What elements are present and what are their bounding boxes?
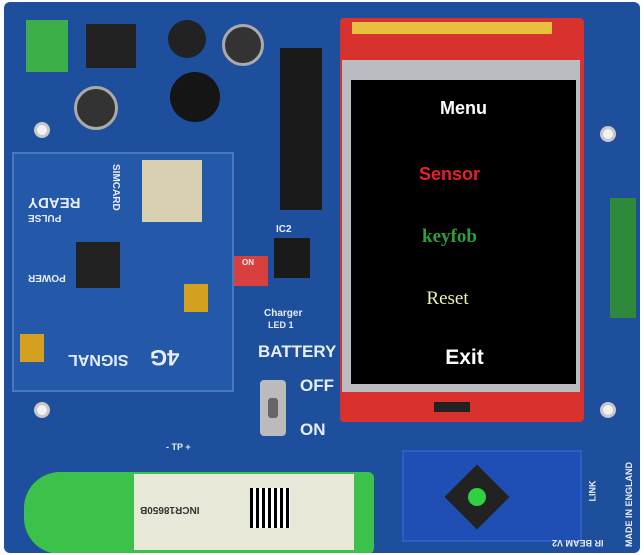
4g-label: 4G — [150, 345, 180, 370]
charger-label: Charger — [264, 308, 303, 319]
buzzer — [170, 72, 220, 122]
ready-label: READY — [28, 194, 81, 211]
dip-switch[interactable]: ON — [234, 256, 268, 286]
tp-label: - TP + — [166, 442, 191, 452]
tantalum-capacitor — [184, 284, 208, 312]
menu-item-sensor[interactable]: Sensor — [418, 164, 481, 184]
toggle-lever[interactable] — [268, 398, 278, 418]
simcard-label: SIMCARD — [110, 164, 121, 211]
led-label: LED 1 — [268, 320, 294, 330]
module-regulator — [76, 242, 120, 288]
off-label: OFF — [300, 376, 334, 395]
menu-item-reset[interactable]: Reset — [426, 288, 469, 309]
dip-switch-label: ON — [242, 258, 254, 267]
pin-header — [434, 402, 470, 412]
battery-cell-label: INCR18650B — [140, 504, 200, 515]
terminal-block — [26, 20, 68, 72]
qr-code — [250, 488, 290, 528]
regulator — [86, 24, 136, 68]
mounting-hole — [34, 122, 50, 138]
radio-module — [610, 198, 636, 318]
mounting-hole — [600, 402, 616, 418]
power-label: POWER — [28, 272, 66, 283]
pin-header — [352, 22, 552, 34]
microcontroller-chip — [280, 48, 322, 210]
menu-title: Menu — [440, 98, 487, 118]
reset-button[interactable] — [468, 488, 486, 506]
signal-label: SIGNAL — [68, 351, 129, 368]
pulse-label: PULSE — [28, 212, 62, 223]
lcd-screen: Menu Sensor keyfob Reset Exit — [351, 80, 576, 384]
menu-item-keyfob[interactable]: keyfob — [422, 226, 477, 247]
on-label: ON — [300, 420, 326, 439]
menu-item-exit[interactable]: Exit — [445, 346, 484, 369]
mounting-hole — [600, 126, 616, 142]
capacitor — [222, 24, 264, 66]
link-label: LINK — [587, 480, 598, 502]
inductor — [168, 20, 206, 58]
pcb-board: IC2 ON Charger LED 1 BATTERY OFF ON - TP… — [4, 2, 640, 553]
battery-label-wrap: INCR18650B — [134, 474, 354, 550]
power-toggle-switch[interactable] — [260, 380, 286, 436]
battery-label: BATTERY — [258, 342, 337, 361]
ic2-label: IC2 — [276, 224, 292, 235]
capacitor — [74, 86, 118, 130]
arduino-nano-board — [402, 450, 582, 542]
sim-card-holder — [142, 160, 202, 222]
made-in-england-label: MADE IN ENGLAND — [624, 462, 634, 547]
model-label: IR BEAM V2 — [552, 538, 604, 548]
mounting-hole — [34, 402, 50, 418]
4g-module-board: SIMCARD READY PULSE POWER SIGNAL 4G — [12, 152, 234, 392]
tantalum-capacitor — [20, 334, 44, 362]
ic2-chip — [274, 238, 310, 278]
